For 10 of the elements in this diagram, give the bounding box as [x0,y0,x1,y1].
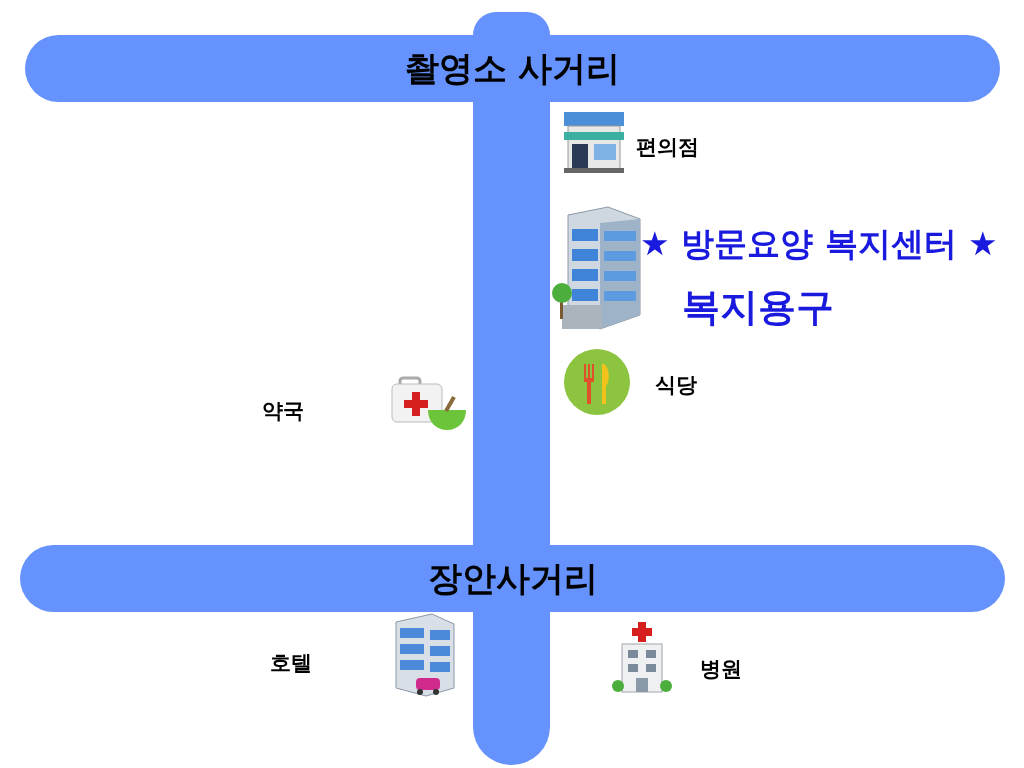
place-name: 약국 [262,398,304,425]
road-band [473,12,550,35]
place-name: 식당 [655,372,697,399]
place-name: 편의점 [636,134,699,161]
place-name: 병원 [700,656,742,683]
road-name: 촬영소 사거리 [404,46,621,90]
road-name: 장안사거리 [427,556,598,600]
facility-name: 복지용구 [682,284,834,331]
facility-name: ★ 방문요양 복지센터 ★ [640,223,998,265]
place-name: 호텔 [270,650,312,677]
